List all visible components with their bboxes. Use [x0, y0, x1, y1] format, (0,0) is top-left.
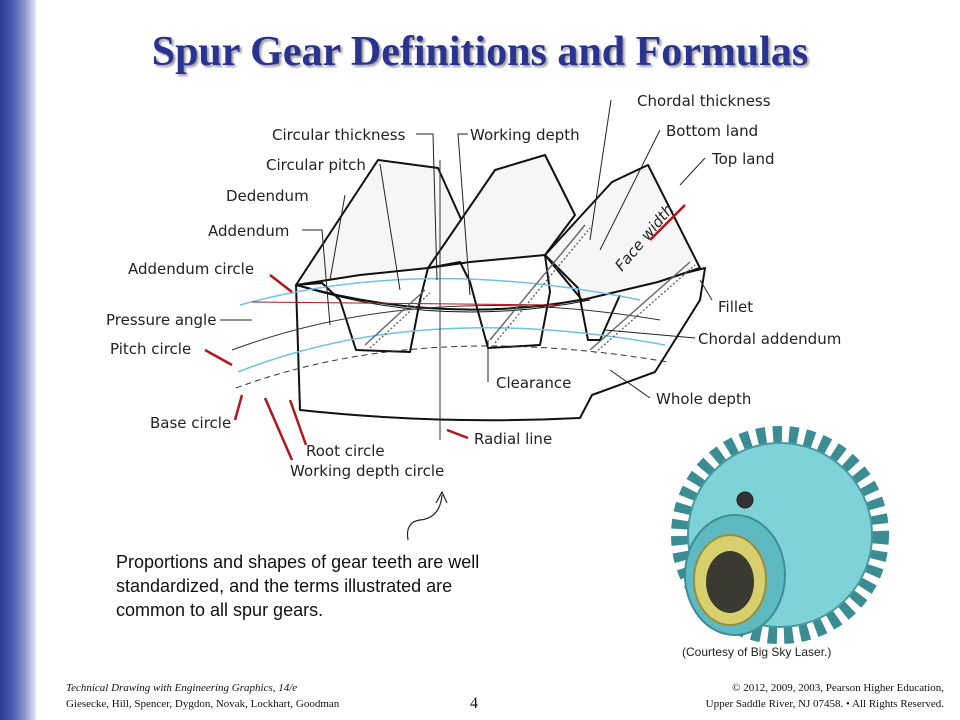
book-title: Technical Drawing with Engineering Graph…	[66, 682, 298, 694]
page-number: 4	[470, 695, 478, 712]
label-circular-pitch: Circular pitch	[266, 156, 366, 174]
gear-segment	[295, 154, 706, 422]
reference-circles	[231, 160, 669, 440]
label-working-depth-circle: Working depth circle	[290, 462, 444, 480]
label-top-land: Top land	[711, 150, 774, 168]
label-root-circle: Root circle	[306, 442, 385, 460]
curved-pointer-arrow	[406, 490, 448, 541]
gear-tooth-2	[427, 154, 576, 269]
arrow-pitch-circle	[204, 348, 233, 367]
label-chordal-addendum: Chordal addendum	[698, 330, 841, 348]
gear-body	[295, 267, 706, 422]
pressure-angle-line	[251, 301, 561, 306]
fillet-hatching	[364, 224, 696, 354]
label-addendum: Addendum	[208, 222, 289, 240]
base-circle-arc	[235, 345, 669, 389]
diagram-caption: Proportions and shapes of gear teeth are…	[116, 552, 480, 620]
label-pitch-circle: Pitch circle	[110, 340, 191, 358]
gear-photo	[671, 426, 889, 644]
leader-lines	[220, 99, 713, 399]
label-fillet: Fillet	[718, 298, 753, 316]
addendum-circle-arc	[239, 277, 641, 306]
gear-tooth-3	[544, 164, 701, 301]
label-pressure-angle: Pressure angle	[106, 311, 216, 329]
slide-title: Spur Gear Definitions and Formulas	[151, 29, 809, 75]
label-chordal-thickness: Chordal thickness	[637, 92, 771, 110]
label-radial-line: Radial line	[474, 430, 552, 448]
gear-photo-teeth-ring	[671, 426, 889, 644]
label-working-depth: Working depth	[470, 126, 580, 144]
sidebar-gradient	[0, 0, 36, 720]
arrow-face-width	[649, 204, 686, 241]
tooth-front-face	[544, 254, 621, 341]
photo-credit: (Courtesy of Big Sky Laser.)	[682, 645, 832, 659]
gear-photo-bore	[706, 551, 754, 613]
tooth-front-face	[295, 267, 429, 353]
label-circular-thickness: Circular thickness	[272, 126, 406, 144]
footer-book-info: Technical Drawing with Engineering Graph…	[66, 680, 339, 712]
arrow-radial-line	[446, 428, 469, 440]
arrow-addendum-circle	[269, 274, 293, 293]
label-bottom-land: Bottom land	[666, 122, 758, 140]
label-addendum-circle: Addendum circle	[128, 260, 254, 278]
label-clearance: Clearance	[496, 374, 571, 392]
book-authors: Giesecke, Hill, Spencer, Dygdon, Novak, …	[66, 698, 340, 710]
gear-bore-edge	[295, 284, 591, 313]
arrow-working-depth-circle	[263, 397, 294, 461]
copyright-line-2: Upper Saddle River, NJ 07458. • All Righ…	[705, 698, 944, 710]
gear-photo-set-screw	[736, 491, 754, 509]
label-base-circle: Base circle	[150, 414, 231, 432]
footer-copyright: © 2012, 2009, 2003, Pearson Higher Educa…	[706, 680, 944, 712]
label-whole-depth: Whole depth	[656, 390, 751, 408]
diagram-labels: Chordal thickness Bottom land Top land C…	[106, 92, 841, 480]
copyright-line-1: © 2012, 2009, 2003, Pearson Higher Educa…	[732, 682, 944, 694]
pitch-circle-arc	[231, 304, 661, 351]
arrow-base-circle	[233, 394, 244, 421]
working-depth-circle-arc	[237, 326, 666, 373]
arrow-root-circle	[288, 399, 308, 446]
red-arrows	[204, 204, 686, 461]
label-dedendum: Dedendum	[226, 187, 309, 205]
